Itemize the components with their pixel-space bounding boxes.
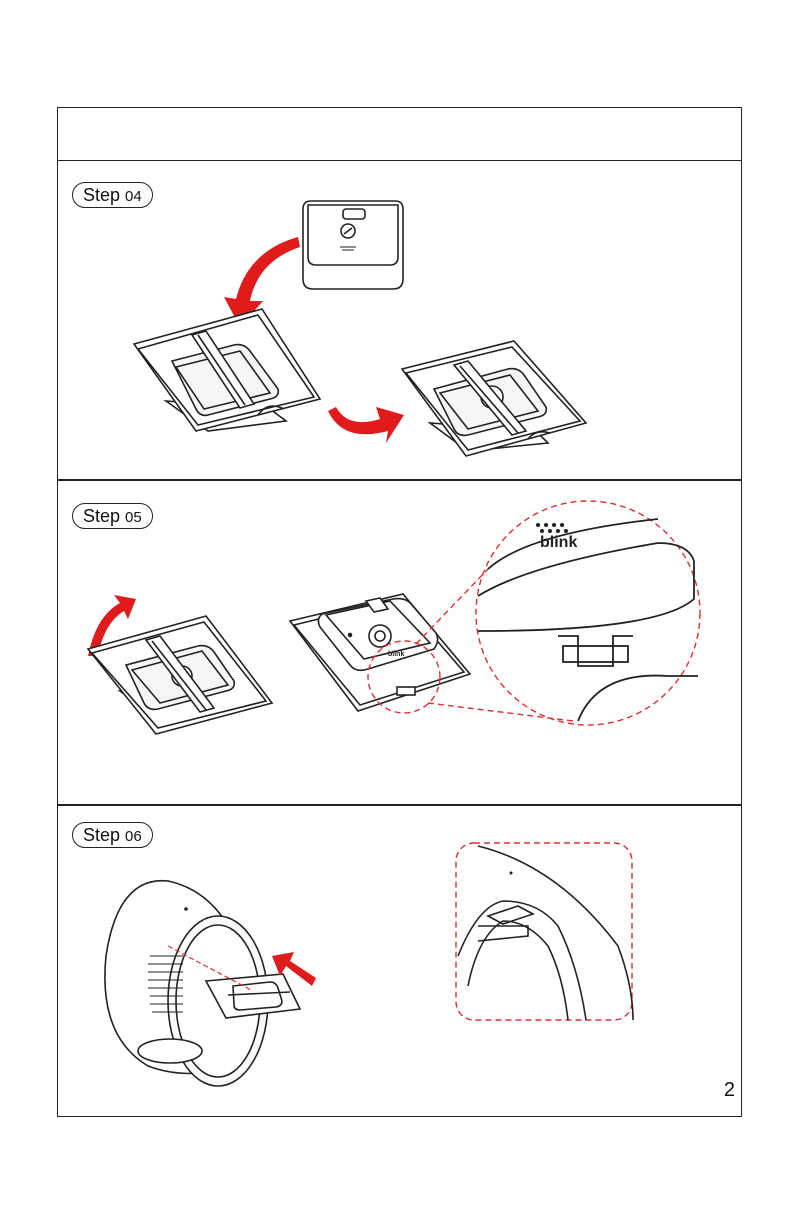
- red-arrow-right: [328, 407, 404, 443]
- step-04-illustration: [58, 161, 743, 481]
- speaker-grille-dots: [536, 523, 568, 533]
- camera-on-mount: [290, 594, 470, 711]
- mount-plate-step05: [88, 616, 272, 734]
- brand-logo: blink: [540, 534, 577, 551]
- step-05-section: Step 05: [58, 481, 741, 806]
- camera-module-illustration: [303, 201, 403, 289]
- step-04-section: Step 04: [58, 161, 741, 481]
- step-05-illustration: blink blink: [58, 481, 743, 806]
- page-number: 2: [724, 1079, 735, 1102]
- detail-housing-view: [458, 846, 633, 1020]
- zoomed-detail: [478, 519, 698, 721]
- step-06-illustration: [58, 806, 743, 1116]
- screw-hole: [510, 872, 513, 875]
- mount-plate-right: [402, 341, 586, 456]
- step-06-section: Step 06: [58, 806, 741, 1116]
- manual-page-frame: Step 04: [57, 107, 742, 1117]
- brand-logo-small: blink: [388, 651, 404, 658]
- mount-plate-left: [134, 309, 320, 431]
- header-band: [58, 108, 741, 161]
